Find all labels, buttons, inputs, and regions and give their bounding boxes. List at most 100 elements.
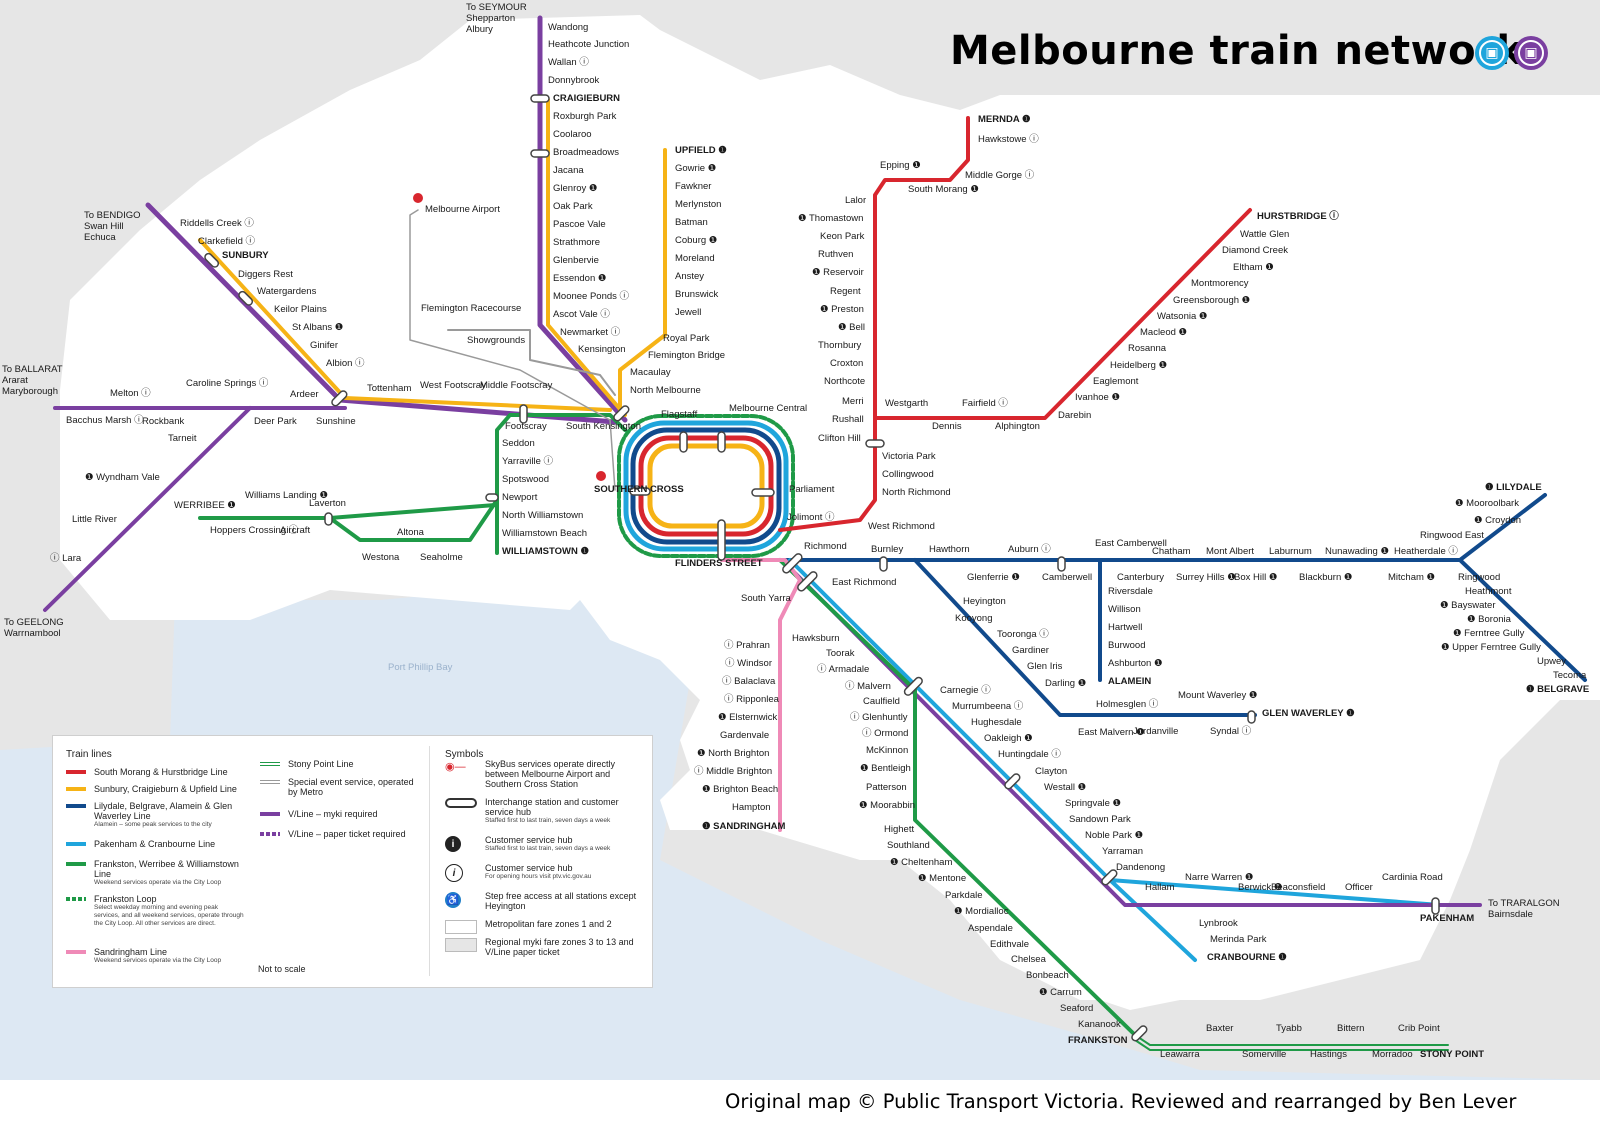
station-label: Leawarra [1160,1049,1200,1060]
station-label: Merlynston [675,199,721,210]
station-label: Brunswick [675,289,719,300]
station-label: Parliament [789,484,835,495]
station-label: ❶ Mooroolbark [1455,498,1519,509]
station-label: Darling ❶ [1045,678,1087,689]
map-legend: Train lines South Morang & Hurstbridge L… [52,735,653,988]
station-label: South Morang ❶ [908,184,979,195]
external-destination-label: To BENDIGO [84,210,141,221]
station-label: Sunshine [316,416,356,427]
map-credit: Original map © Public Transport Victoria… [725,1090,1517,1113]
station-label: Anstey [675,271,704,282]
external-destination-label: To BALLARAT [2,364,63,375]
station-label: Jewell [675,307,701,318]
station-label: Victoria Park [882,451,936,462]
station-label: Seaford [1060,1003,1093,1014]
station-label: Croxton [830,358,863,369]
station-label: ❶ North Brighton [697,748,769,759]
station-label: Toorak [826,648,855,659]
station-label: CRANBOURNE ❶ [1207,952,1287,963]
station-label: Aspendale [968,923,1013,934]
legend-line-label: Lilydale, Belgrave, Alamein & Glen Waver… [94,801,233,828]
legend-line-label: Sunbury, Craigieburn & Upfield Line [94,784,237,794]
station-label: Footscray [505,421,547,432]
station-label: Montmorency [1191,278,1249,289]
station-label: Darebin [1058,410,1091,421]
station-label: GLEN WAVERLEY ❶ [1262,708,1355,719]
station-label: ❶ Bell [838,322,865,333]
legend-line-swatch [66,950,86,954]
station-label: Broadmeadows [553,147,619,158]
station-label: East Richmond [832,577,896,588]
station-label: Beaconsfield [1271,882,1325,893]
station-label: Hawksburn [792,633,840,644]
station-label: HURSTBRIDGE ⓘ [1257,210,1339,222]
station-label: Flemington Bridge [648,350,725,361]
station-label: Morradoo [1372,1049,1413,1060]
station-label: Dandenong [1116,862,1165,873]
station-label: Glenferrie ❶ [967,572,1020,583]
station-label: Canterbury [1117,572,1164,583]
station-label: Sandown Park [1069,814,1131,825]
legend-line-label: Special event service, operated by Metro [288,777,414,797]
legend-line-label: Stony Point Line [288,759,354,769]
station-label: Glenroy ❶ [553,183,598,194]
station-label: ❶ Elsternwick [718,712,777,723]
station-label: Watsonia ❶ [1157,311,1208,322]
station-label: Wandong [548,22,588,33]
station-label: East Malvern ❶ [1078,727,1145,738]
city-loop-darkblue [630,427,782,545]
station-label: ⓘ Ripponlea [724,694,780,705]
station-label: Officer [1345,882,1373,893]
station-label: Eaglemont [1093,376,1139,387]
map-title: Melbourne train network [950,28,1524,74]
skybus-icon: ◉— [445,761,466,773]
station-label: Heidelberg ❶ [1110,360,1168,371]
station-label: Kensington [578,344,626,355]
station-label: Melbourne Central [729,403,807,414]
station-label: Regent [830,286,861,297]
legend-line-swatch [66,770,86,774]
external-destination-label: Warrnambool [4,628,61,639]
station-label: Rockbank [142,416,184,427]
external-destination-label: To SEYMOUR [466,2,527,13]
station-label: Northcote [824,376,865,387]
legend-line-swatch [260,780,280,784]
customer-service-hub-icon: i [445,836,461,852]
station-label: Ruthven [818,249,853,260]
station-label: Laburnum [1269,546,1312,557]
vline-train-icon: ▣ [1514,36,1548,70]
station-label: Deer Park [254,416,297,427]
station-label: Keilor Plains [274,304,327,315]
station-label: Collingwood [882,469,934,480]
station-label: Holmesglen ⓘ [1096,699,1159,710]
station-label: Flemington Racecourse [421,303,521,314]
accessibility-icon: ♿ [445,892,461,908]
not-to-scale-label: Not to scale [258,964,306,974]
station-label: Oak Park [553,201,593,212]
station-label: McKinnon [866,745,908,756]
station-label: Pascoe Vale [553,219,606,230]
station-label: ALAMEIN [1108,676,1151,687]
station-label: Melbourne Airport [425,204,500,215]
station-label: Murrumbeena ⓘ [952,701,1024,712]
station-label: Greensborough ❶ [1173,295,1251,306]
station-label: Albion ⓘ [326,358,365,369]
station-label: Wattle Glen [1240,229,1289,240]
station-label: Westall ❶ [1044,782,1087,793]
legend-line-label: V/Line – myki required [288,809,378,819]
station-label: Upwey [1537,656,1566,667]
station-label: Merri [842,396,864,407]
station-label: South Yarra [741,593,792,604]
station-label: Kananook [1078,1019,1121,1030]
station-label: Richmond [804,541,847,552]
station-label: ⓘ Prahran [724,640,770,651]
station-label: Thornbury [818,340,862,351]
station-label: Middle Footscray [480,380,553,391]
station-label: Chatham [1152,546,1191,557]
station-label: Merinda Park [1210,934,1267,945]
station-label: Seddon [502,438,535,449]
station-label: Ringwood [1458,572,1500,583]
